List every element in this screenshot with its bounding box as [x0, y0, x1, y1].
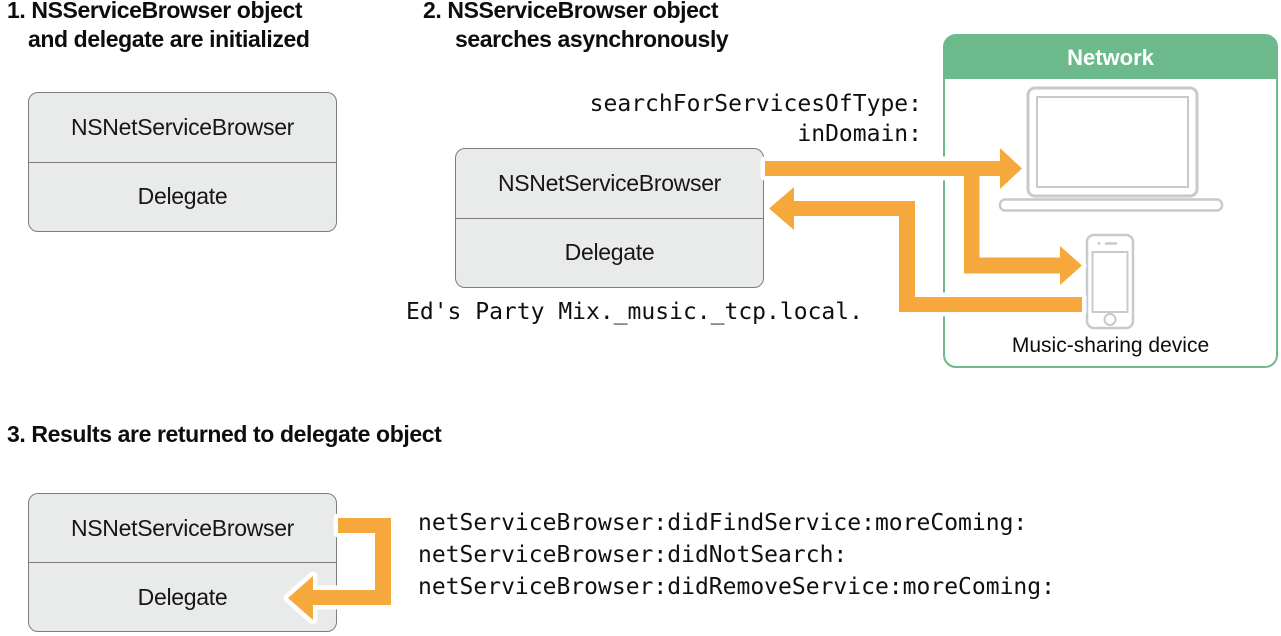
step1-title-line2: and delegate are initialized: [28, 26, 310, 52]
search-call-line1: searchForServicesOfType:: [589, 91, 922, 117]
network-panel: Network: [943, 34, 1278, 368]
device-label: Music-sharing device: [1011, 334, 1210, 357]
step2-method-call: searchForServicesOfType: inDomain:: [590, 89, 922, 149]
step2-title-line1: 2. NSServiceBrowser object: [423, 0, 719, 23]
callback-method-didfindservice: netServiceBrowser:didFindService:moreCom…: [418, 510, 1028, 536]
delegate-callback-methods: netServiceBrowser:didFindService:moreCom…: [418, 507, 1055, 603]
step2-object-box: NSNetServiceBrowser Delegate: [455, 148, 764, 288]
step2-delegate-cell: Delegate: [564, 239, 655, 266]
step1-title-line1: 1. NSServiceBrowser object: [7, 0, 303, 23]
search-call-line2: inDomain:: [797, 121, 922, 147]
step1-netservicebrowser-cell: NSNetServiceBrowser: [29, 93, 336, 163]
callback-method-didnotsearch: netServiceBrowser:didNotSearch:: [418, 542, 848, 568]
step3-netservicebrowser-cell: NSNetServiceBrowser: [29, 494, 336, 563]
step2-title-line2: searches asynchronously: [455, 26, 729, 52]
step2-netservicebrowser-cell: NSNetServiceBrowser: [456, 149, 763, 219]
step1-title: 1. NSServiceBrowser object and delegate …: [7, 0, 310, 54]
step3-object-box: NSNetServiceBrowser Delegate: [28, 493, 337, 632]
network-panel-title: Network: [1067, 44, 1154, 70]
step3-delegate-cell: Delegate: [137, 583, 228, 610]
step3-title: 3. Results are returned to delegate obje…: [7, 421, 442, 447]
callback-method-didremoveservice: netServiceBrowser:didRemoveService:moreC…: [418, 574, 1055, 600]
step1-object-box: NSNetServiceBrowser Delegate: [28, 92, 337, 232]
step2-title: 2. NSServiceBrowser object searches asyn…: [423, 0, 729, 54]
network-panel-header: Network: [945, 36, 1276, 79]
step1-delegate-cell: Delegate: [137, 183, 228, 210]
service-result-text: Ed's Party Mix._music._tcp.local.: [406, 299, 863, 325]
